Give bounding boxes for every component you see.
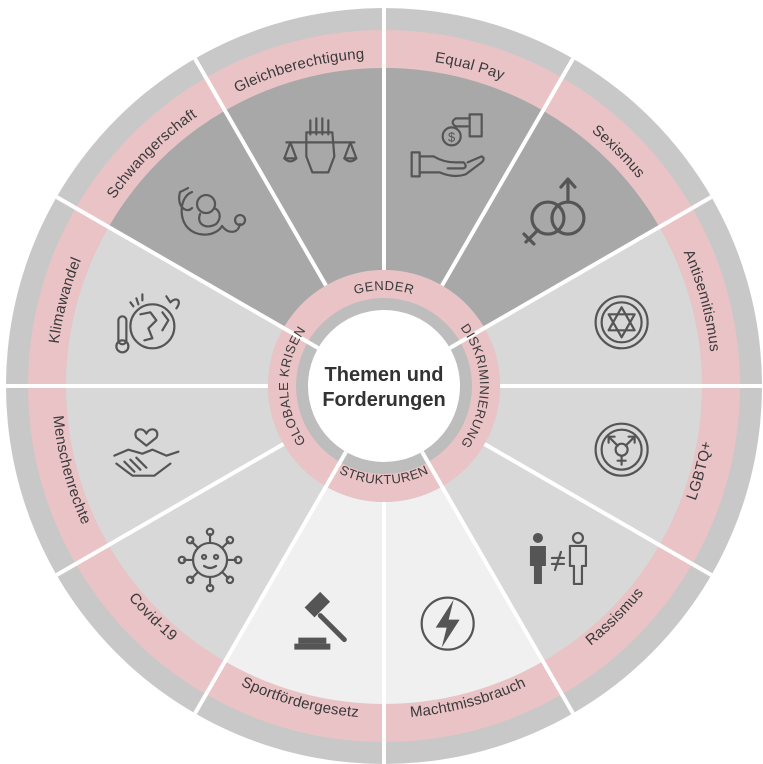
fist-scales-icon xyxy=(283,117,358,174)
topic-label-band xyxy=(206,30,384,111)
topic-label-band xyxy=(543,545,693,695)
topic-sector[interactable] xyxy=(225,68,384,286)
category-divider xyxy=(448,325,488,350)
sector-divider xyxy=(483,442,713,577)
sector-divider xyxy=(55,195,285,330)
category-label-gender: GENDER xyxy=(352,278,416,297)
topic-label-band xyxy=(27,386,109,564)
gender-symbols-icon xyxy=(522,177,586,246)
star-of-david-icon xyxy=(594,295,649,350)
center-title-line2: Forderungen xyxy=(322,389,445,411)
sector-divider xyxy=(193,57,328,287)
topic-sector[interactable] xyxy=(484,227,702,386)
transgender-symbol-icon xyxy=(594,422,649,477)
topic-label-band xyxy=(75,545,226,695)
category-divider xyxy=(280,325,320,350)
center-circle xyxy=(308,310,460,462)
topic-sector[interactable] xyxy=(384,68,543,286)
category-divider xyxy=(323,450,348,490)
topic-icons: $ xyxy=(113,113,649,651)
topic-label-band xyxy=(543,77,693,228)
gavel-icon xyxy=(294,591,347,650)
topic-sector[interactable] xyxy=(108,444,327,662)
topic-sector[interactable] xyxy=(66,386,284,545)
topic-label-band xyxy=(75,77,226,228)
money-hand-icon: $ xyxy=(410,113,485,178)
topic-label-band xyxy=(384,30,562,111)
topic-label-band xyxy=(28,208,109,386)
topic-sector[interactable] xyxy=(484,386,702,545)
center-title-line1: Themen und xyxy=(325,364,444,386)
sector-divider xyxy=(440,57,575,287)
baby-stethoscope-icon xyxy=(178,186,247,236)
lightning-bolt-icon xyxy=(420,596,475,651)
topic-sector[interactable] xyxy=(66,227,284,386)
sector-divider xyxy=(483,195,713,330)
earth-thermometer-icon xyxy=(115,293,180,354)
handshake-heart-icon xyxy=(113,428,180,477)
sector-divider xyxy=(440,485,575,715)
category-divider xyxy=(420,450,445,490)
topic-sector[interactable] xyxy=(108,110,327,329)
sector-divider xyxy=(55,442,285,577)
topic-sector[interactable] xyxy=(442,444,660,662)
people-not-equal-icon xyxy=(529,531,588,586)
topic-label-band xyxy=(659,386,740,564)
svg-text:$: $ xyxy=(448,129,456,144)
topic-sector[interactable] xyxy=(384,486,543,704)
topic-label-band xyxy=(659,208,740,386)
virus-icon xyxy=(177,527,243,593)
topic-sector[interactable] xyxy=(225,486,384,704)
sector-divider xyxy=(193,485,328,715)
topic-label-band xyxy=(206,661,384,742)
topic-label-band xyxy=(384,661,562,742)
